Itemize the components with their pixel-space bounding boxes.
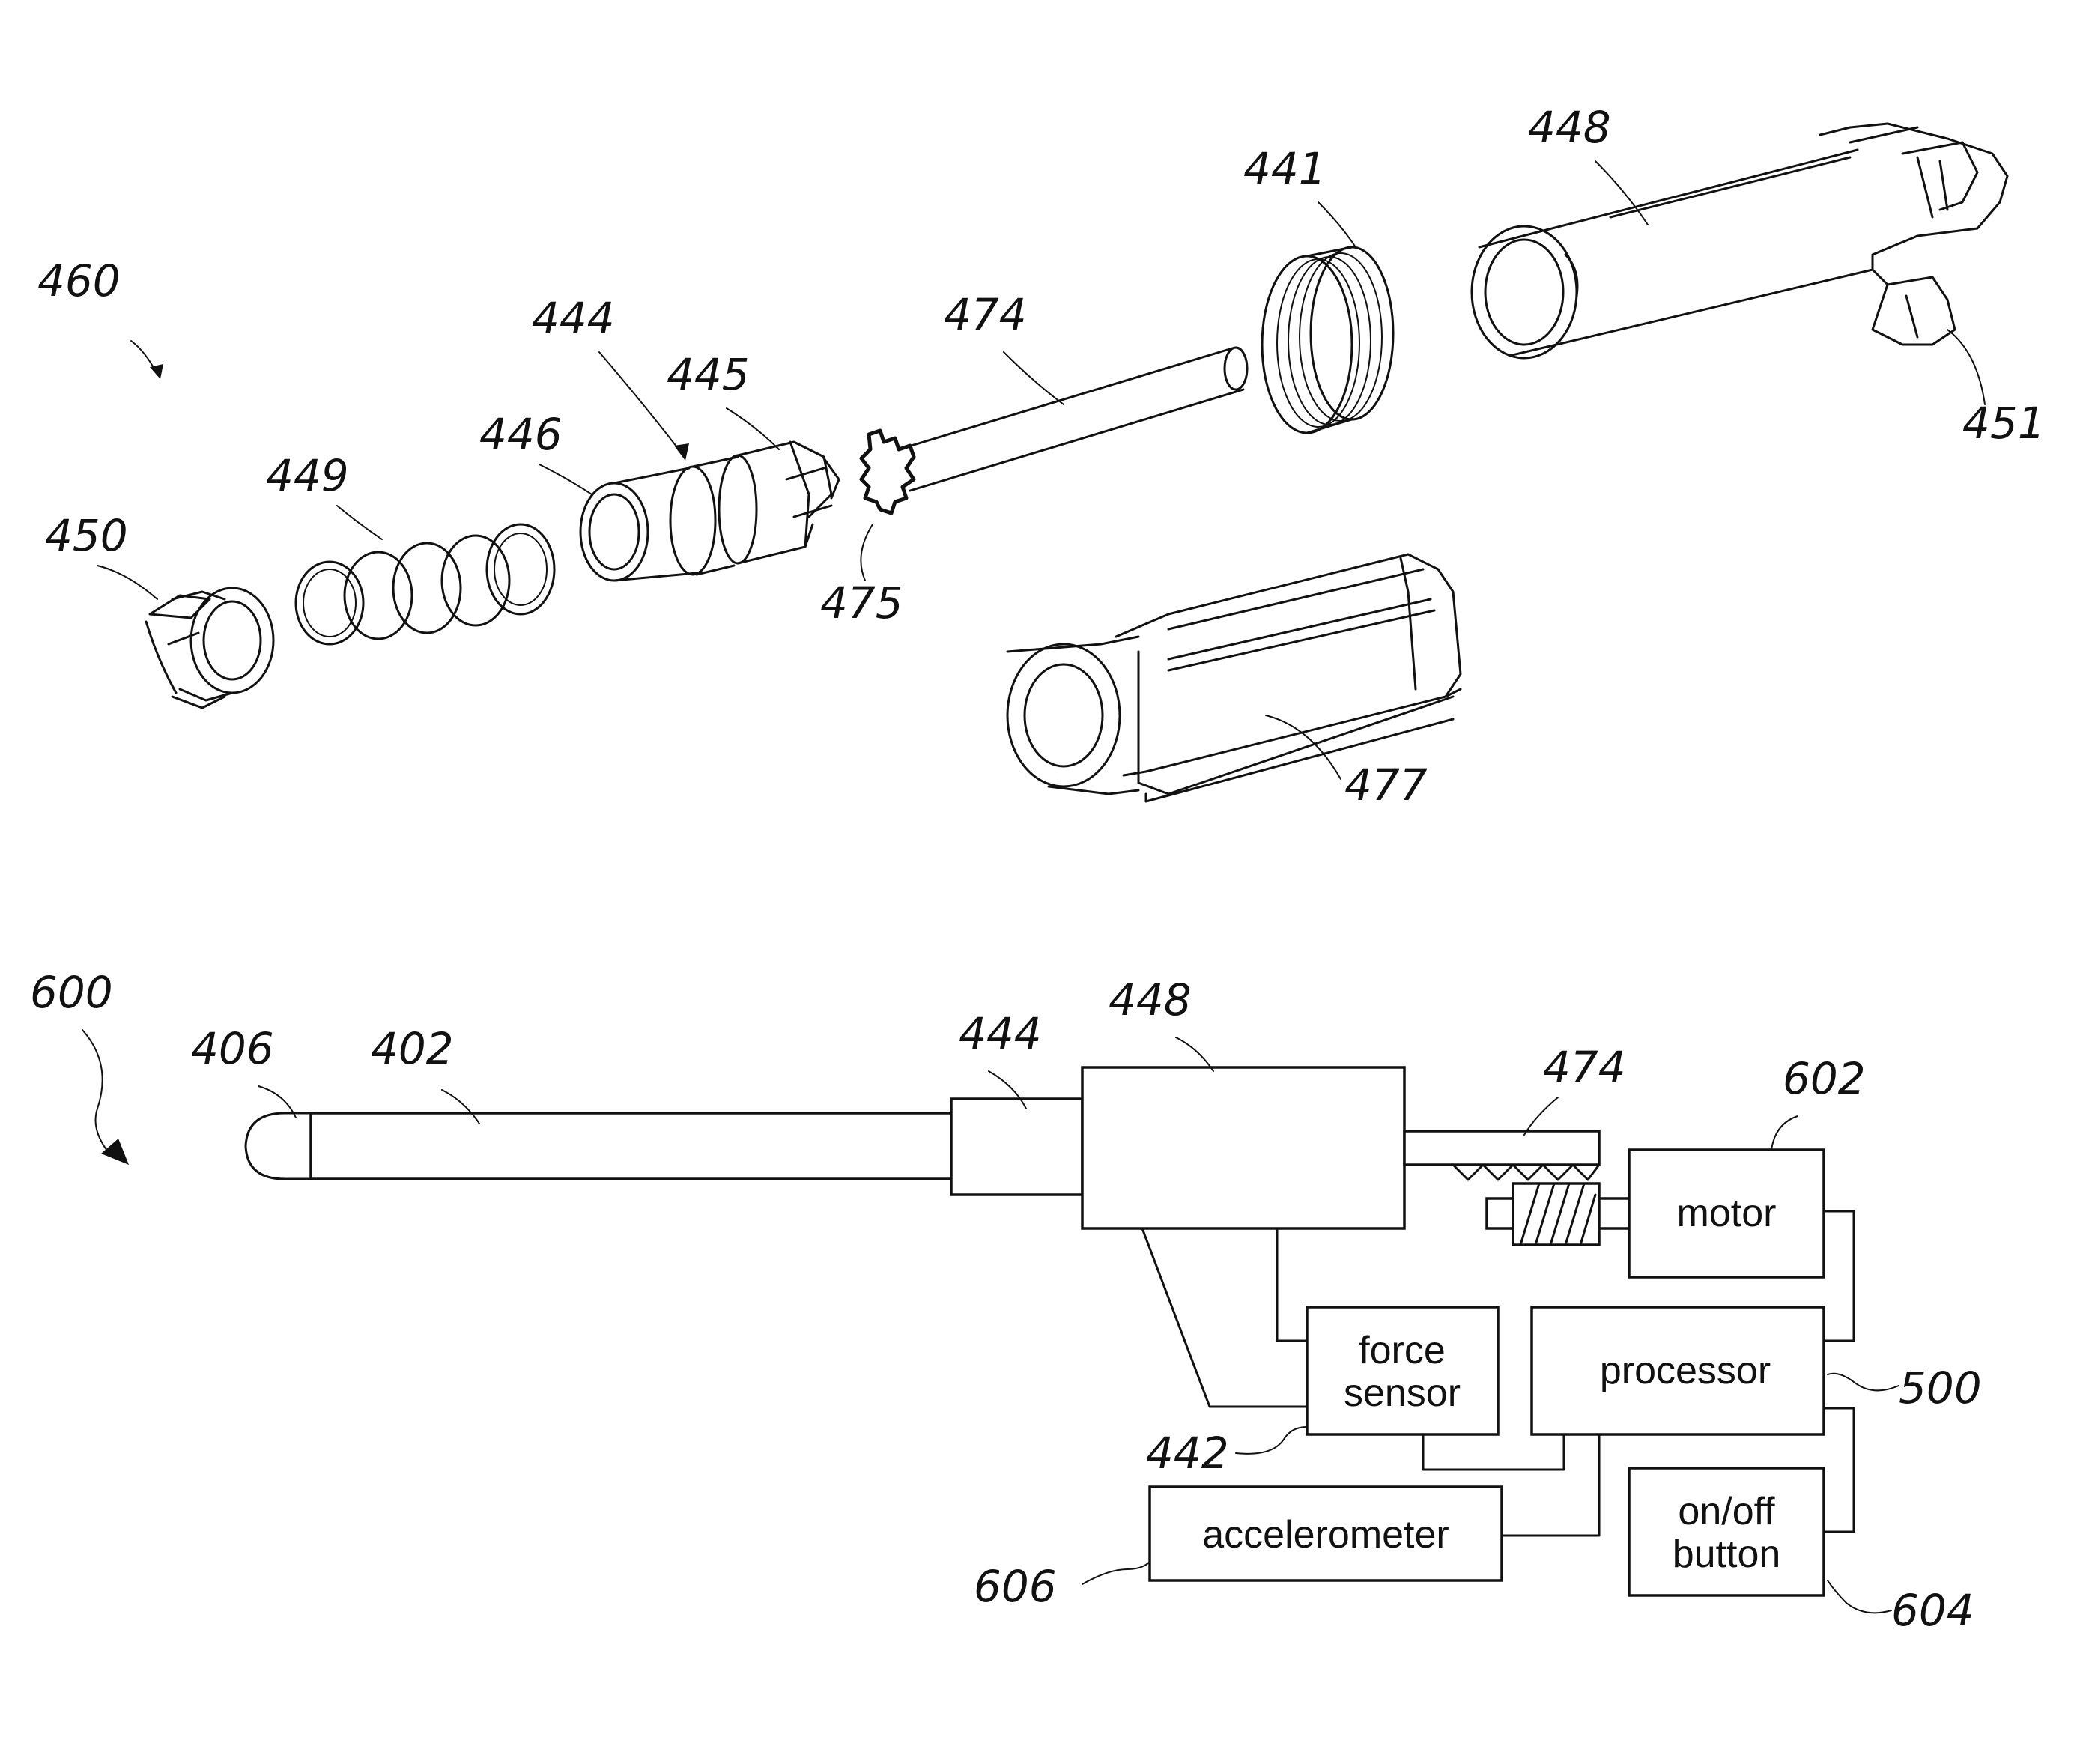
- worm-gear: [1487, 1183, 1629, 1245]
- arrowhead-460: [150, 364, 163, 379]
- label-474-top: 474: [944, 289, 1027, 340]
- label-445: 445: [667, 349, 750, 400]
- part-449-spring: [296, 524, 554, 644]
- leader-606: [1082, 1562, 1150, 1584]
- leader-474-top: [1004, 352, 1064, 404]
- onoff-label-1: on/off: [1678, 1490, 1775, 1533]
- part-448-housing: [1472, 124, 2007, 358]
- leader-604: [1828, 1580, 1891, 1613]
- label-446: 446: [479, 409, 563, 460]
- leader-441: [1318, 202, 1356, 247]
- accelerometer-label: accelerometer: [1202, 1513, 1449, 1557]
- label-402: 402: [371, 1023, 454, 1074]
- leader-602: [1771, 1116, 1798, 1150]
- label-604: 604: [1891, 1585, 1974, 1636]
- label-477: 477: [1344, 760, 1428, 810]
- rack-474: [1404, 1131, 1599, 1165]
- leader-500: [1828, 1374, 1899, 1391]
- force-label-1: force: [1359, 1329, 1446, 1372]
- leader-600: [82, 1030, 112, 1157]
- collar-444: [951, 1099, 1082, 1195]
- label-474-bottom: 474: [1543, 1042, 1626, 1093]
- label-444-bottom: 444: [959, 1008, 1042, 1059]
- label-448-bottom: 448: [1109, 975, 1192, 1025]
- leader-442: [1236, 1427, 1307, 1454]
- label-406: 406: [191, 1023, 274, 1074]
- leader-449: [337, 506, 382, 539]
- label-448-top: 448: [1528, 102, 1611, 153]
- exploded-view-460: 460 450 449: [37, 102, 2046, 810]
- processor-label: processor: [1600, 1349, 1771, 1392]
- leader-450: [97, 566, 157, 599]
- schematic-600: 600 406 402 444 448 474 motor: [30, 967, 1982, 1636]
- shaft-402: [311, 1113, 951, 1179]
- force-label-2: sensor: [1344, 1372, 1461, 1415]
- leader-446: [539, 464, 592, 494]
- part-474-rod: [861, 348, 1247, 513]
- arrowhead-444: [674, 443, 689, 461]
- label-500: 500: [1899, 1363, 1982, 1413]
- label-450: 450: [45, 510, 128, 561]
- arrowhead-600: [101, 1139, 129, 1165]
- tip-406: [246, 1113, 311, 1179]
- leader-445: [727, 408, 779, 449]
- label-451: 451: [1962, 398, 2046, 449]
- label-460: 460: [37, 255, 121, 306]
- part-441-coil: [1262, 247, 1393, 433]
- motor-label: motor: [1677, 1192, 1777, 1235]
- label-442: 442: [1146, 1428, 1229, 1479]
- leader-474-bottom: [1524, 1097, 1558, 1135]
- label-449: 449: [266, 450, 349, 501]
- label-475: 475: [820, 578, 903, 628]
- onoff-label-2: button: [1673, 1533, 1781, 1576]
- rack-teeth: [1453, 1165, 1599, 1180]
- label-600: 600: [30, 967, 113, 1018]
- label-602: 602: [1783, 1053, 1866, 1104]
- leader-475: [861, 524, 873, 581]
- label-444-top: 444: [532, 293, 615, 344]
- leader-451: [1947, 330, 1985, 404]
- label-441: 441: [1243, 143, 1326, 194]
- part-450-cap: [146, 588, 273, 708]
- housing-448: [1082, 1067, 1404, 1228]
- label-606: 606: [974, 1561, 1057, 1612]
- part-444-plunger: [580, 442, 839, 581]
